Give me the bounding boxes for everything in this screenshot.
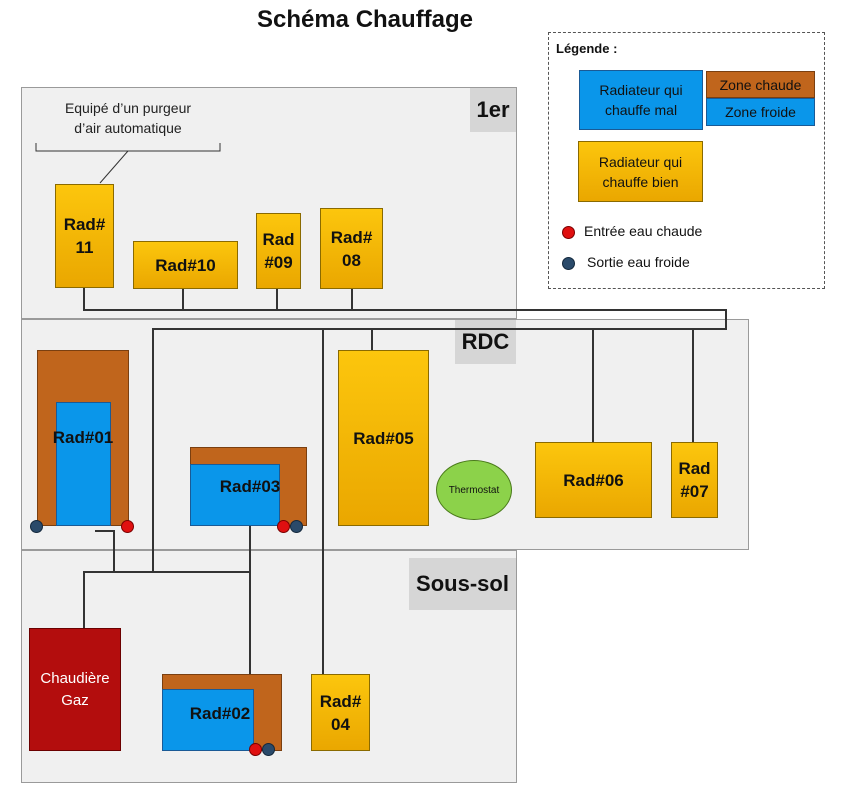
- radiator-06: Rad#06: [535, 442, 652, 518]
- radiator-10-label: Rad#10: [155, 255, 216, 275]
- legend-cold-outlet-dot: [562, 257, 575, 270]
- legend-cold-outlet-label: Sortie eau froide: [587, 254, 690, 270]
- pipe-r04-riser: [322, 328, 324, 674]
- radiator-01-hot-inlet-dot: [121, 520, 134, 533]
- radiator-03-cold-outlet-dot: [290, 520, 303, 533]
- legend-cold-zone-label: Zone froide: [725, 104, 796, 120]
- radiator-03-cold-zone: [190, 464, 280, 526]
- page-title: Schéma Chauffage: [256, 6, 474, 33]
- pipe-basement-collector: [83, 571, 251, 573]
- pipe-r09-drop: [276, 288, 278, 310]
- radiator-11: Rad# 11: [55, 184, 114, 288]
- radiator-02-cold-zone: [162, 689, 254, 751]
- legend-bad-radiator-label: Radiateur qui chauffe mal: [599, 82, 683, 118]
- legend-hot-inlet-label: Entrée eau chaude: [584, 223, 703, 239]
- radiator-01-label: Rad#01: [52, 428, 114, 447]
- pipe-r01-outlet-h: [95, 530, 115, 532]
- gas-boiler-label: Chaudière Gaz: [40, 669, 110, 709]
- pipe-rdc-collector: [152, 328, 727, 330]
- radiator-02-label: Rad#02: [189, 704, 251, 723]
- floor-label-1er: 1er: [470, 88, 516, 132]
- radiator-01-cold-zone: [56, 402, 111, 526]
- pipe-r01-outlet-v: [113, 530, 115, 572]
- pipe-main-riser: [152, 328, 154, 572]
- radiator-03-label: Rad#03: [219, 477, 281, 496]
- legend-hot-inlet-dot: [562, 226, 575, 239]
- radiator-02-hot-inlet-dot: [249, 743, 262, 756]
- pipe-r06-riser: [592, 328, 594, 442]
- pipe-r08-drop: [351, 288, 353, 310]
- radiator-06-label: Rad#06: [563, 470, 624, 490]
- legend-cold-zone-swatch: Zone froide: [706, 98, 815, 126]
- legend-hot-zone-swatch: Zone chaude: [706, 71, 815, 98]
- pipe-collector-right: [725, 309, 727, 330]
- radiator-08: Rad# 08: [320, 208, 383, 289]
- radiator-11-label: Rad# 11: [63, 215, 106, 257]
- radiator-03-hot-inlet-dot: [277, 520, 290, 533]
- legend-good-radiator-label: Radiateur qui chauffe bien: [598, 153, 683, 190]
- radiator-09: Rad #09: [256, 213, 301, 289]
- radiator-04-label: Rad# 04: [319, 691, 362, 734]
- pipe-r05-riser: [371, 328, 373, 350]
- floor-label-rdc: RDC: [455, 320, 516, 364]
- legend-title: Légende :: [556, 41, 618, 56]
- air-purge-note-line1: Equipé d’un purgeur: [64, 100, 192, 116]
- radiator-02-cold-outlet-dot: [262, 743, 275, 756]
- air-purge-note: Equipé d’un purgeur d’air automatique: [36, 98, 220, 138]
- pipe-r07-riser: [692, 328, 694, 442]
- air-purge-note-line2: d’air automatique: [74, 120, 182, 136]
- pipe-1er-collector: [83, 309, 727, 311]
- floor-label-sous-sol: Sous-sol: [409, 558, 516, 610]
- pipe-r10-drop: [182, 288, 184, 310]
- radiator-05-label: Rad#05: [353, 428, 414, 448]
- gas-boiler: Chaudière Gaz: [29, 628, 121, 751]
- pipe-r03-drop: [249, 526, 251, 676]
- radiator-07: Rad #07: [671, 442, 718, 518]
- radiator-05: Rad#05: [338, 350, 429, 526]
- radiator-01-cold-outlet-dot: [30, 520, 43, 533]
- radiator-10: Rad#10: [133, 241, 238, 289]
- legend-good-radiator-swatch: Radiateur qui chauffe bien: [578, 141, 703, 202]
- pipe-r11-drop: [83, 288, 85, 310]
- legend-hot-zone-label: Zone chaude: [719, 76, 802, 93]
- radiator-09-label: Rad #09: [262, 230, 295, 272]
- legend-bad-radiator-swatch: Radiateur qui chauffe mal: [579, 70, 703, 130]
- radiator-08-label: Rad# 08: [330, 227, 373, 270]
- radiator-04: Rad# 04: [311, 674, 370, 751]
- radiator-07-label: Rad #07: [678, 459, 711, 501]
- thermostat: Thermostat: [436, 460, 512, 520]
- pipe-boiler-drop: [83, 571, 85, 628]
